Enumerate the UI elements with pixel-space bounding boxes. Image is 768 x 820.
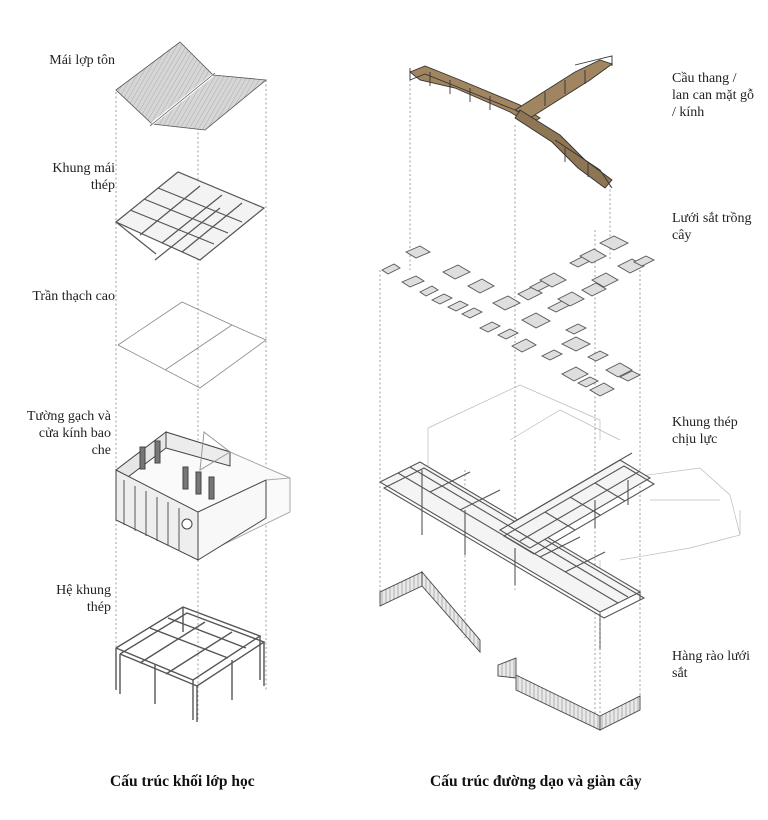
stair-layer (409, 55, 613, 189)
walls-layer (115, 430, 291, 561)
roof-frame-layer (114, 171, 266, 261)
tree-grate-layer (381, 235, 656, 397)
mesh-fence-layer (379, 570, 641, 731)
label-roof-frame: Khung mái thép (52, 161, 115, 193)
ceiling-layer (117, 301, 267, 389)
label-steel-frame: Hệ khung thép (56, 583, 111, 615)
caption-walkway-structure: Cấu trúc đường dạo và giàn cây (430, 773, 642, 790)
label-ceiling: Trần thạch cao (32, 289, 115, 304)
label-tree-grates: Lưới sắt trồng cây (672, 211, 752, 243)
steel-frame-layer (115, 606, 266, 722)
label-walls: Tường gạch và cửa kính bao che (26, 409, 111, 458)
left-projection-lines (115, 80, 267, 720)
roof-sheet-layer (115, 41, 268, 131)
label-loadbearing-frame: Khung thép chịu lực (672, 415, 738, 447)
loadbearing-steel-frame-layer (378, 452, 656, 650)
caption-classroom-structure: Cấu trúc khối lớp học (110, 773, 255, 790)
background-volume-outline (427, 384, 741, 600)
label-fence: Hàng rào lưới sắt (672, 649, 750, 681)
label-roof-sheet: Mái lợp tôn (49, 53, 115, 68)
label-stairs: Cầu thang / lan can mặt gỗ / kính (672, 71, 755, 120)
